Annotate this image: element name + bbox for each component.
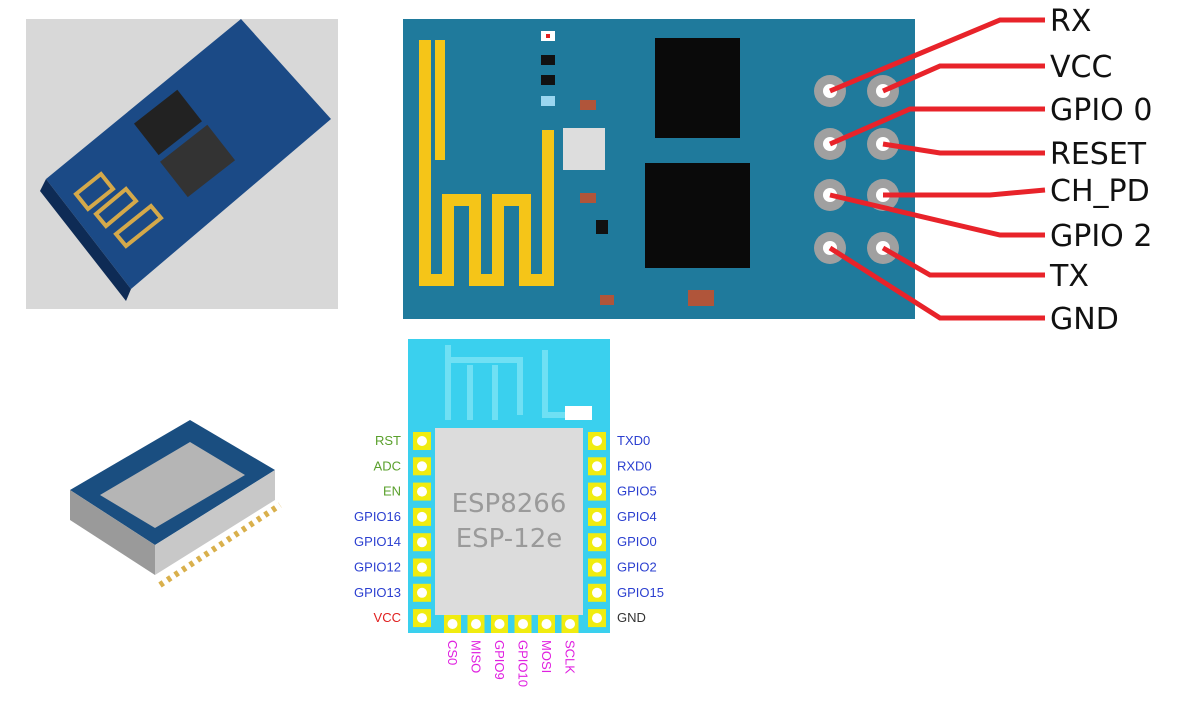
esp12-pin-label-en: EN — [383, 484, 401, 499]
esp12-pin-label-adc: ADC — [374, 458, 401, 473]
pin-label-vcc: VCC — [1050, 50, 1112, 85]
esp12-pin-label-gpio15: GPIO15 — [617, 585, 664, 600]
esp12-pad-hole — [592, 461, 602, 471]
esp12-pad-hole — [448, 619, 458, 629]
esp12-pad-hole — [417, 461, 427, 471]
esp12-pin-label-gpio16: GPIO16 — [354, 509, 401, 524]
esp12-pad-hole — [417, 563, 427, 573]
esp12-pin-label-miso: MISO — [469, 640, 484, 673]
esp12-pin-label-gpio10: GPIO10 — [516, 640, 531, 687]
esp12-pad-hole — [592, 563, 602, 573]
pin-label-ch-pd: CH_PD — [1050, 174, 1150, 209]
esp12-pad-hole — [417, 436, 427, 446]
esp12-shield — [435, 428, 583, 615]
esp12-pad-hole — [471, 619, 481, 629]
flash-chip — [655, 38, 740, 138]
pin-label-gpio2: GPIO 2 — [1050, 219, 1152, 254]
esp12-pad-hole — [565, 619, 575, 629]
esp12-pin-label-gpio4: GPIO4 — [617, 509, 657, 524]
pin-label-gnd: GND — [1050, 302, 1119, 337]
esp12-pin-label-gpio13: GPIO13 — [354, 585, 401, 600]
esp12-pad-hole — [417, 537, 427, 547]
esp12-pad-hole — [592, 588, 602, 598]
pin-label-gpio0: GPIO 0 — [1050, 93, 1152, 128]
chip-label-line1: ESP8266 — [452, 489, 567, 519]
esp12-pin-label-sclk: SCLK — [563, 640, 578, 674]
esp12-pad-hole — [518, 619, 528, 629]
esp12-pad-hole — [592, 613, 602, 623]
esp12-pin-label-vcc: VCC — [374, 610, 401, 625]
esp12-pad-hole — [542, 619, 552, 629]
esp12-pad-hole — [592, 487, 602, 497]
esp12-pin-label-gpio2: GPIO2 — [617, 560, 657, 575]
pin-label-rx: RX — [1050, 4, 1091, 39]
esp12-pin-label-rxd0: RXD0 — [617, 458, 652, 473]
esp8266-chip — [645, 163, 750, 268]
esp12-pin-label-gpio9: GPIO9 — [492, 640, 507, 680]
chip-label-line2: ESP-12e — [456, 524, 563, 554]
esp12-pin-label-txd0: TXD0 — [617, 433, 650, 448]
esp12-pad-hole — [417, 613, 427, 623]
pin-label-reset: RESET — [1050, 137, 1147, 172]
esp12-pad-hole — [417, 512, 427, 522]
esp12-pin-label-gpio12: GPIO12 — [354, 560, 401, 575]
esp12-pin-label-rst: RST — [375, 433, 401, 448]
esp12-pin-label-cs0: CS0 — [445, 640, 460, 665]
esp12-pad-hole — [417, 487, 427, 497]
esp12-pad-hole — [592, 436, 602, 446]
esp12-pin-label-gpio5: GPIO5 — [617, 484, 657, 499]
crystal — [563, 128, 605, 170]
pin-label-tx: TX — [1049, 259, 1089, 294]
esp12-pad-hole — [592, 537, 602, 547]
esp12-pin-label-gpio0: GPIO0 — [617, 534, 657, 549]
esp12-pin-label-mosi: MOSI — [539, 640, 554, 673]
esp12-pad-hole — [592, 512, 602, 522]
esp12-pad-hole — [417, 588, 427, 598]
esp12-pin-label-gnd: GND — [617, 610, 646, 625]
esp12-pin-label-gpio14: GPIO14 — [354, 534, 401, 549]
esp12-pad-hole — [495, 619, 505, 629]
